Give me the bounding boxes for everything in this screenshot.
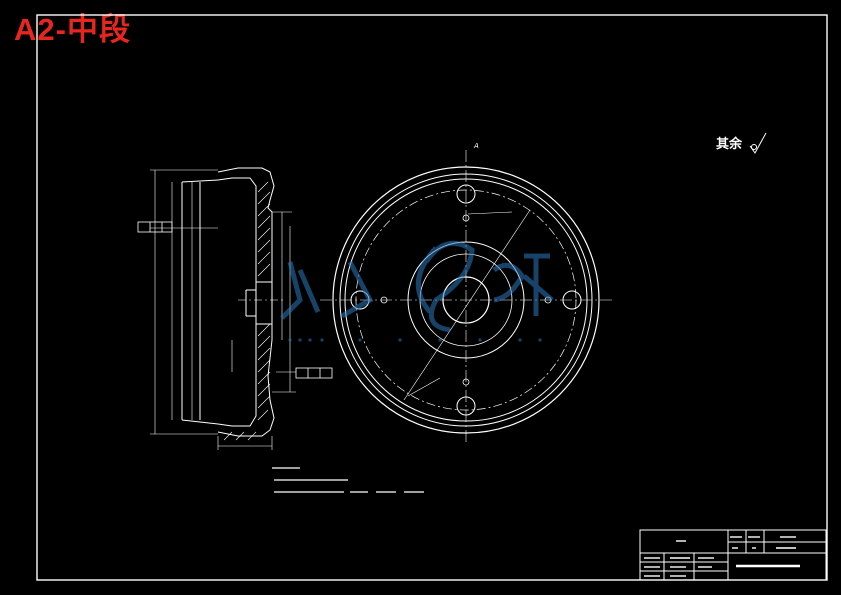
stamp-title: A2-中段 (14, 12, 131, 47)
watermark-url (288, 338, 542, 342)
outer-frame (36, 14, 828, 581)
front-dimensions (403, 209, 531, 401)
title-block (639, 529, 827, 581)
title-block-marks (644, 536, 800, 577)
tolerance-frames (137, 221, 333, 379)
center-lines (320, 150, 615, 445)
section-outline (217, 167, 275, 437)
watermark-logo-icon (280, 240, 554, 333)
tech-notes (272, 467, 424, 493)
section-dimensions (150, 169, 296, 450)
section-hatching (223, 181, 271, 441)
view-label: A (473, 142, 479, 150)
roughness-symbol-icon (749, 132, 767, 154)
section-view (181, 167, 275, 437)
surface-finish-note: 其余 (716, 136, 743, 152)
